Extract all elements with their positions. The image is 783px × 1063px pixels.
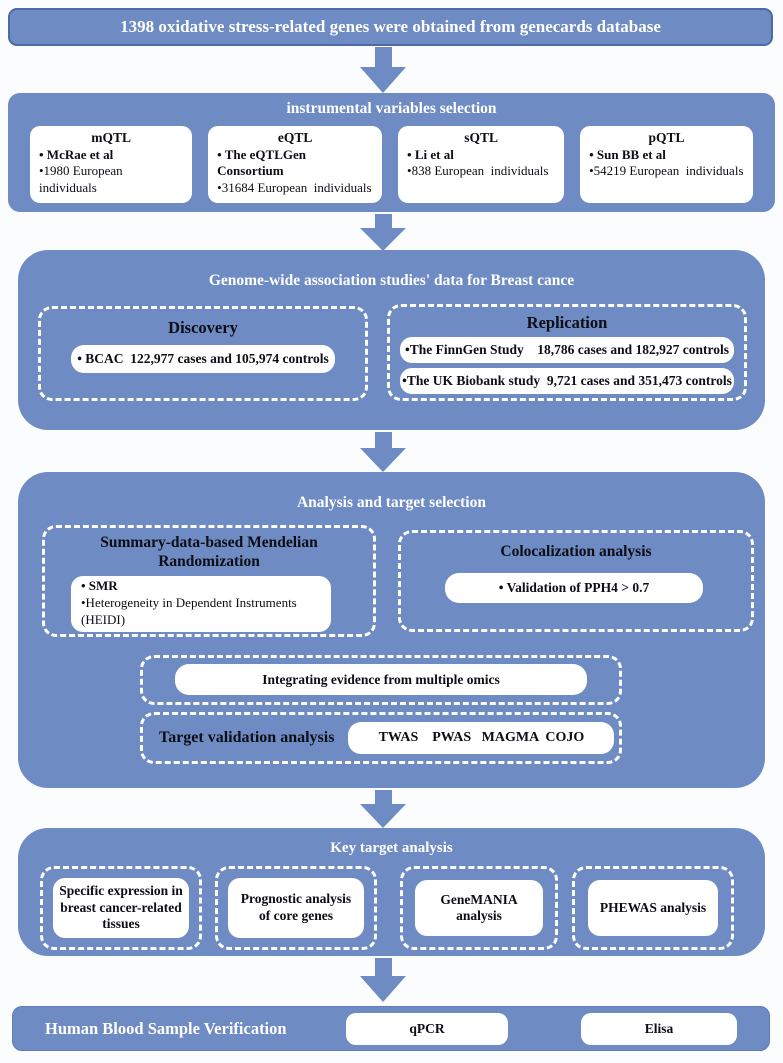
discovery-title: Discovery <box>168 318 238 337</box>
phewas-analysis-label: PHEWAS analysis <box>588 880 718 936</box>
sqtl-sample: •838 European individuals <box>407 163 549 179</box>
arrow-down-icon <box>360 958 406 1002</box>
pqtl-sample: •54219 European individuals <box>589 163 744 179</box>
eqtl-sample: •31684 European individuals <box>217 180 372 196</box>
prognostic-analysis-box: Prognostic analysis of core genes <box>215 866 377 950</box>
analysis-section: Analysis and target selection Summary-da… <box>18 472 765 788</box>
smr-title: Summary-data-based Mendelian Randomizati… <box>100 534 318 571</box>
target-validation-label: Target validation analysis <box>159 729 335 746</box>
instrumental-variables-section: instrumental variables selection mQTL • … <box>8 93 775 212</box>
eqtl-source: • The eQTLGen Consortium <box>217 146 310 179</box>
ukbiobank-pill: •The UK Biobank study 9,721 cases and 35… <box>400 368 734 394</box>
integrating-evidence-box: Integrating evidence from multiple omics <box>140 655 622 705</box>
arrow-down-icon <box>360 432 406 472</box>
target-validation-box: Target validation analysis TWAS PWAS MAG… <box>140 712 622 764</box>
sqtl-title: sQTL <box>464 130 498 145</box>
colocalization-title: Colocalization analysis <box>500 543 652 560</box>
phewas-analysis-box: PHEWAS analysis <box>572 866 734 950</box>
colocalization-box: Colocalization analysis • Validation of … <box>398 530 754 632</box>
top-banner-text: 1398 oxidative stress-related genes were… <box>120 17 661 36</box>
eqtl-title: eQTL <box>277 130 313 145</box>
smr-box: Summary-data-based Mendelian Randomizati… <box>42 525 376 637</box>
heidi-line: •Heterogeneity in Dependent Instruments … <box>81 594 297 627</box>
top-banner: 1398 oxidative stress-related genes were… <box>8 8 773 46</box>
elisa-pill: Elisa <box>581 1013 737 1045</box>
prognostic-analysis-label: Prognostic analysis of core genes <box>228 878 364 938</box>
smr-line: • SMR <box>81 577 118 593</box>
discovery-bcac-pill: • BCAC 122,977 cases and 105,974 control… <box>71 345 335 373</box>
eqtl-box: eQTL • The eQTLGen Consortium •31684 Eur… <box>208 126 383 204</box>
mqtl-box: mQTL • McRae et al •1980 European indivi… <box>30 126 193 204</box>
qtl-box-row: mQTL • McRae et al •1980 European indivi… <box>30 126 753 204</box>
specific-expression-box: Specific expression in breast cancer-rel… <box>40 866 202 950</box>
mqtl-sample: •1980 European individuals <box>39 163 130 196</box>
replication-box: Replication •The FinnGen Study 18,786 ca… <box>387 304 747 401</box>
analysis-title: Analysis and target selection <box>296 494 486 511</box>
replication-title: Replication <box>526 313 608 332</box>
qpcr-pill: qPCR <box>346 1013 508 1045</box>
discovery-box: Discovery • BCAC 122,977 cases and 105,9… <box>38 306 368 401</box>
key-target-title: Key target analysis <box>330 840 453 856</box>
target-validation-methods-pill: TWAS PWAS MAGMA COJO <box>348 722 615 754</box>
key-target-section: Key target analysis Specific expression … <box>18 828 765 956</box>
arrow-down-icon <box>360 214 406 251</box>
mqtl-title: mQTL <box>91 130 131 145</box>
instrumental-variables-title: instrumental variables selection <box>286 100 497 117</box>
gwas-title: Genome-wide association studies' data fo… <box>208 272 575 289</box>
sqtl-source: • Li et al <box>407 146 454 162</box>
pqtl-box: pQTL • Sun BB et al •54219 European indi… <box>580 126 753 204</box>
pqtl-title: pQTL <box>648 130 685 145</box>
mqtl-source: • McRae et al <box>39 146 114 162</box>
sqtl-box: sQTL • Li et al •838 European individual… <box>398 126 565 204</box>
arrow-down-icon <box>360 790 406 828</box>
pqtl-source: • Sun BB et al <box>589 146 666 162</box>
arrow-down-icon <box>360 47 406 93</box>
gwas-section: Genome-wide association studies' data fo… <box>18 250 765 430</box>
finngen-pill: •The FinnGen Study 18,786 cases and 182,… <box>400 337 734 363</box>
verification-section: Human Blood Sample Verification qPCR Eli… <box>12 1006 770 1051</box>
genemania-analysis-label: GeneMANIA analysis <box>415 880 543 936</box>
smr-detail-box: • SMR •Heterogeneity in Dependent Instru… <box>71 575 331 633</box>
pph4-pill: • Validation of PPH4 > 0.7 <box>445 573 703 603</box>
verification-title: Human Blood Sample Verification <box>45 1018 287 1038</box>
specific-expression-label: Specific expression in breast cancer-rel… <box>53 878 189 938</box>
genemania-analysis-box: GeneMANIA analysis <box>400 866 558 950</box>
integrating-evidence-pill: Integrating evidence from multiple omics <box>175 664 587 695</box>
